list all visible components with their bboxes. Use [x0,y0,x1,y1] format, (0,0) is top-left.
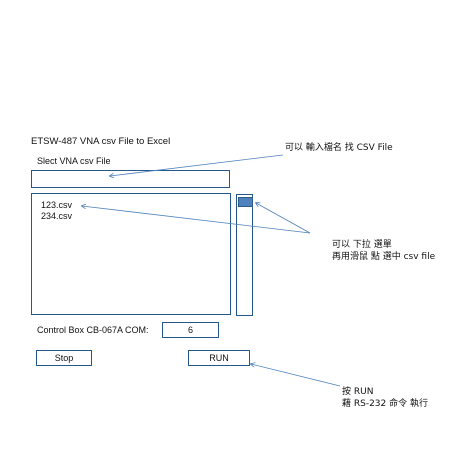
arrow-to-file-list [82,206,311,234]
annotation-line: 再用滑鼠 點 選中 csv file [332,252,436,262]
app-title: ETSW-487 VNA csv File to Excel [31,136,171,147]
select-file-label: Slect VNA csv File [37,156,111,166]
arrow-to-scrollbar [256,203,311,234]
file-list[interactable]: 123.csv 234.csv [31,193,231,315]
annotation-dropdown-hint: 可以 下拉 選單 再用滑鼠 點 選中 csv file [332,239,435,263]
run-button[interactable]: RUN [188,350,250,366]
arrow-to-run-button [251,364,341,387]
com-port-input[interactable]: 6 [162,322,219,338]
annotation-line: 按 RUN [342,387,374,397]
com-port-label: Control Box CB-067A COM: [37,325,149,335]
list-item[interactable]: 234.csv [41,211,73,221]
list-item[interactable]: 123.csv [41,200,73,210]
annotation-line: 可以 下拉 選單 [332,240,392,250]
file-name-input[interactable] [31,170,230,188]
arrow-to-file-input [110,154,284,176]
scrollbar-thumb[interactable] [238,197,253,207]
annotation-run-hint: 按 RUN 藉 RS-232 命令 執行 [342,386,428,410]
stop-button[interactable]: Stop [36,350,92,366]
annotation-input-hint: 可以 輸入檔名 找 CSV File [285,143,393,153]
annotation-line: 藉 RS-232 命令 執行 [342,399,428,409]
